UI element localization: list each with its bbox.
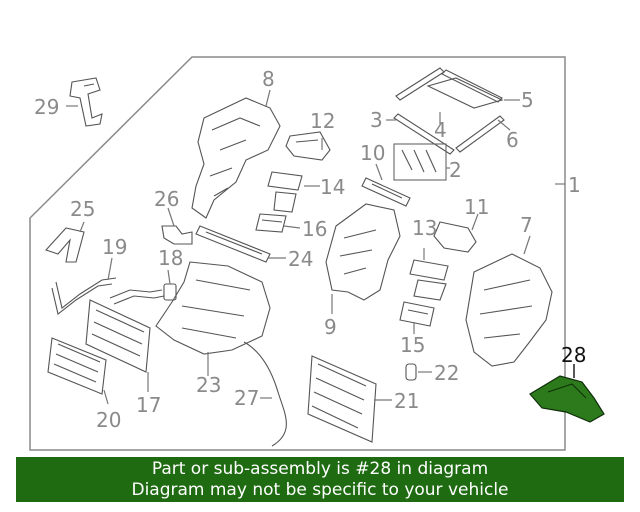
callout-28: 28 bbox=[561, 343, 586, 367]
part-17 bbox=[85, 289, 165, 373]
part-12 bbox=[285, 131, 331, 161]
callout-3: 3 bbox=[370, 108, 383, 132]
part-19 bbox=[51, 277, 117, 315]
callout-14: 14 bbox=[320, 175, 345, 199]
callout-13: 13 bbox=[412, 216, 437, 240]
banner-line-1: Part or sub-assembly is #28 in diagram bbox=[151, 459, 489, 479]
callout-2: 2 bbox=[449, 158, 462, 182]
assembly-outline bbox=[29, 56, 566, 451]
callout-25: 25 bbox=[70, 197, 95, 221]
callout-4: 4 bbox=[434, 118, 447, 142]
callout-15: 15 bbox=[400, 333, 425, 357]
part-24 bbox=[195, 225, 271, 263]
part-10 bbox=[361, 177, 411, 207]
callout-21: 21 bbox=[394, 389, 419, 413]
part-16 bbox=[255, 213, 287, 233]
callout-6: 6 bbox=[506, 128, 519, 152]
info-banner: Part or sub-assembly is #28 in diagram D… bbox=[16, 457, 624, 502]
part-26 bbox=[161, 225, 193, 245]
callout-22: 22 bbox=[434, 361, 459, 385]
part-9 bbox=[325, 203, 401, 301]
part-14 bbox=[267, 171, 303, 213]
callout-1: 1 bbox=[568, 173, 581, 197]
callout-24: 24 bbox=[288, 247, 313, 271]
part-25 bbox=[45, 227, 85, 263]
part-11 bbox=[433, 221, 477, 253]
part-29 bbox=[69, 77, 103, 127]
part-22 bbox=[405, 363, 417, 381]
callout-26: 26 bbox=[154, 187, 179, 211]
callout-9: 9 bbox=[324, 315, 337, 339]
callout-11: 11 bbox=[464, 195, 489, 219]
callout-19: 19 bbox=[102, 235, 127, 259]
part-21 bbox=[307, 355, 377, 443]
callout-27: 27 bbox=[234, 386, 259, 410]
part-8 bbox=[191, 97, 281, 219]
parts-diagram: 29 8 3 4 5 6 12 10 2 1 14 11 7 26 16 25 … bbox=[29, 56, 605, 451]
part-7 bbox=[465, 253, 553, 367]
callout-10: 10 bbox=[360, 141, 385, 165]
part-27 bbox=[243, 341, 287, 447]
banner-line-2: Diagram may not be specific to your vehi… bbox=[131, 480, 509, 500]
part-2 bbox=[393, 143, 447, 181]
callout-16: 16 bbox=[302, 217, 327, 241]
callout-17: 17 bbox=[136, 393, 161, 417]
callout-18: 18 bbox=[158, 246, 183, 270]
callout-5: 5 bbox=[521, 88, 534, 112]
callout-8: 8 bbox=[262, 67, 275, 91]
callout-20: 20 bbox=[96, 408, 121, 432]
callout-12: 12 bbox=[310, 109, 335, 133]
callout-29: 29 bbox=[34, 95, 59, 119]
part-20 bbox=[47, 337, 107, 395]
parts-3-4-5-6 bbox=[393, 67, 505, 155]
part-23 bbox=[155, 261, 271, 355]
part-13 bbox=[409, 259, 449, 301]
callout-7: 7 bbox=[520, 213, 533, 237]
leader-lines bbox=[66, 89, 575, 405]
callout-23: 23 bbox=[196, 373, 221, 397]
part-15 bbox=[399, 301, 435, 327]
part-28-highlighted bbox=[529, 375, 605, 423]
